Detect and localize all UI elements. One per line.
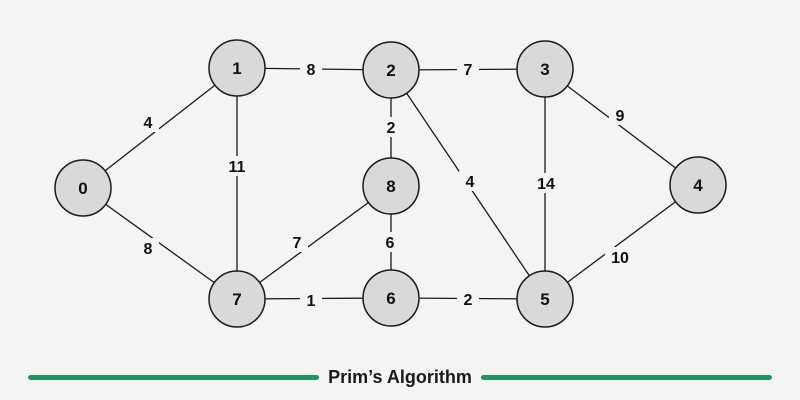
graph-node-8: 8 — [362, 157, 420, 215]
edge-weight-5-6: 2 — [457, 289, 479, 309]
edge-weight-7-8: 7 — [286, 232, 308, 252]
edge-weight-bg — [457, 59, 479, 79]
edge-weight-bg — [609, 105, 631, 125]
caption-title: Prim’s Algorithm — [328, 367, 472, 387]
edge-weight-label: 7 — [293, 235, 302, 252]
node-circle — [362, 41, 420, 99]
graph-node-6: 6 — [362, 269, 420, 327]
edge-weight-6-8: 6 — [379, 232, 401, 252]
node-label: 5 — [540, 290, 549, 309]
node-circle — [208, 39, 266, 97]
edge-line-0-7 — [82, 187, 238, 300]
edge-weight-bg — [457, 289, 479, 309]
edge-weight-label: 6 — [386, 235, 395, 252]
graph-node-3: 3 — [516, 40, 574, 98]
graph-node-1: 1 — [208, 39, 266, 97]
edge-weight-2-3: 7 — [457, 59, 479, 79]
edge-weight-1-2: 8 — [300, 59, 322, 79]
edge-weight-3-5: 14 — [531, 173, 561, 193]
node-label: 7 — [232, 290, 241, 309]
edge-weight-label: 4 — [144, 115, 153, 132]
edge-line-7-8 — [236, 185, 392, 300]
edge-weight-3-4: 9 — [609, 105, 631, 125]
edge-weight-4-5: 10 — [605, 247, 635, 267]
edge-weight-label: 9 — [616, 108, 625, 125]
node-circle — [54, 159, 112, 217]
edge-weight-bg — [605, 247, 635, 267]
edge-weight-bg — [379, 232, 401, 252]
edge-weight-bg — [380, 117, 402, 137]
caption-rule-left — [28, 374, 320, 380]
edge-weight-bg — [531, 173, 561, 193]
edge-weight-label: 8 — [307, 62, 316, 79]
edge-weight-bg — [300, 290, 322, 310]
edge-weight-label: 1 — [307, 293, 316, 310]
edge-weight-bg — [300, 59, 322, 79]
edge-line-4-5 — [544, 184, 699, 300]
node-label: 1 — [232, 59, 241, 78]
edge-weight-label: 10 — [611, 250, 629, 267]
node-circle — [208, 270, 266, 328]
edge-weight-label: 4 — [466, 174, 475, 191]
edge-weight-2-8: 2 — [380, 117, 402, 137]
edge-weight-label: 11 — [229, 159, 246, 176]
edge-weight-bg — [459, 171, 481, 191]
edge-weight-0-1: 4 — [137, 112, 159, 132]
edge-weight-1-7: 11 — [222, 156, 252, 176]
graph-node-0: 0 — [54, 159, 112, 217]
edge-line-0-1 — [82, 67, 238, 189]
edge-line-3-4 — [544, 68, 699, 186]
caption-rule-right — [480, 374, 772, 380]
node-label: 2 — [386, 61, 395, 80]
edge-weight-bg — [137, 238, 159, 258]
edge-weight-bg — [286, 232, 308, 252]
edge-weight-6-7: 1 — [300, 290, 322, 310]
edge-weight-label: 8 — [144, 241, 153, 258]
node-circle — [516, 270, 574, 328]
edge-weight-label: 2 — [387, 120, 396, 137]
node-circle — [516, 40, 574, 98]
node-label: 0 — [78, 179, 87, 198]
graph-node-2: 2 — [362, 41, 420, 99]
footer-caption: Prim’s Algorithm — [0, 366, 800, 388]
graph-node-7: 7 — [208, 270, 266, 328]
node-circle — [362, 269, 420, 327]
graph-node-5: 5 — [516, 270, 574, 328]
node-circle — [362, 157, 420, 215]
graph-node-4: 4 — [669, 156, 727, 214]
edge-weight-bg — [222, 156, 252, 176]
node-label: 3 — [540, 60, 549, 79]
edge-weight-0-7: 8 — [137, 238, 159, 258]
edge-weight-label: 14 — [537, 176, 555, 193]
edge-weight-2-5: 4 — [459, 171, 481, 191]
node-circle — [669, 156, 727, 214]
edge-weight-label: 2 — [464, 292, 473, 309]
node-label: 8 — [386, 177, 395, 196]
node-label: 4 — [693, 176, 703, 195]
edge-weight-bg — [137, 112, 159, 132]
node-label: 6 — [386, 289, 395, 308]
edge-weight-label: 7 — [464, 62, 473, 79]
